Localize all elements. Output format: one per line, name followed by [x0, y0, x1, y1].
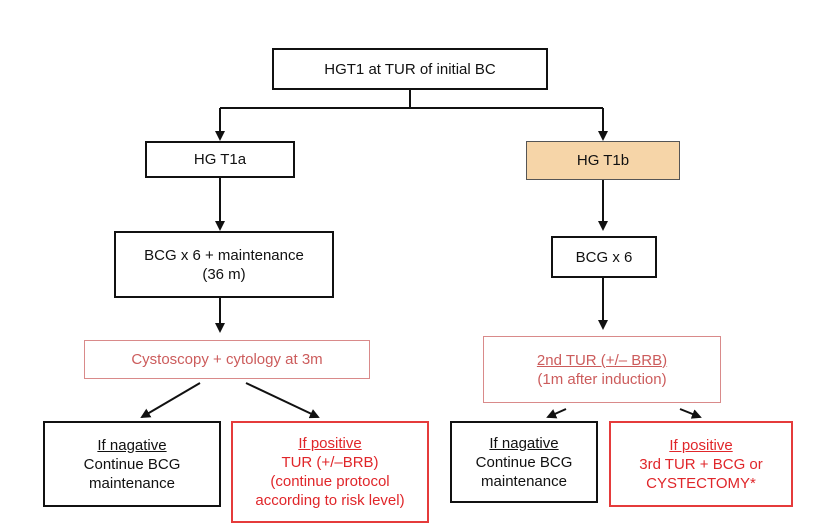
cysto-label: Cystoscopy + cytology at 3m — [131, 351, 323, 368]
negative-left-line2: maintenance — [89, 474, 175, 492]
negative-left-line1: Continue BCG — [83, 455, 181, 473]
positive-left-line2: (continue protocol — [270, 473, 390, 490]
positive-left-title: If positive — [298, 435, 362, 452]
arrow-to-pos-right — [679, 408, 702, 419]
positive-left-node: If positive TUR (+/–BRB) (continue proto… — [231, 421, 429, 523]
bcg-maintenance-line2: (36 m) — [202, 265, 246, 283]
negative-right-title: If nagative — [489, 434, 559, 452]
second-tur-line2: (1m after induction) — [537, 370, 667, 388]
bcg6-node: BCG x 6 — [551, 236, 657, 278]
t1a-label: HG T1a — [193, 151, 247, 168]
positive-right-title: If positive — [669, 436, 733, 454]
positive-right-line1: 3rd TUR + BCG or — [639, 455, 763, 473]
positive-right-line2: CYSTECTOMY* — [646, 474, 756, 492]
negative-left-title: If nagative — [97, 436, 167, 454]
negative-right-node: If nagative Continue BCG maintenance — [450, 421, 598, 503]
t1a-node: HG T1a — [145, 141, 295, 178]
positive-left-line1: TUR (+/–BRB) — [281, 454, 379, 471]
bcg-maintenance-line1: BCG x 6 + maintenance — [144, 246, 304, 264]
second-tur-node: 2nd TUR (+/– BRB) (1m after induction) — [483, 336, 721, 403]
positive-right-node: If positive 3rd TUR + BCG or CYSTECTOMY* — [609, 421, 793, 507]
t1b-node: HG T1b — [526, 141, 680, 180]
arrow-to-neg-left — [140, 382, 201, 419]
negative-right-line2: maintenance — [481, 472, 567, 490]
arrow-to-neg-right — [546, 408, 567, 419]
t1b-label: HG T1b — [576, 152, 630, 169]
bcg6-label: BCG x 6 — [575, 248, 633, 266]
arrow-to-pos-left — [245, 382, 320, 419]
negative-left-node: If nagative Continue BCG maintenance — [43, 421, 221, 507]
root-label: HGT1 at TUR of initial BC — [324, 60, 496, 78]
root-node: HGT1 at TUR of initial BC — [272, 48, 548, 90]
second-tur-line1: 2nd TUR (+/– BRB) — [536, 351, 668, 369]
bcg-maintenance-node: BCG x 6 + maintenance (36 m) — [114, 231, 334, 298]
negative-right-line1: Continue BCG — [475, 453, 573, 471]
positive-left-line3: according to risk level) — [255, 492, 405, 509]
cysto-node: Cystoscopy + cytology at 3m — [84, 340, 370, 379]
